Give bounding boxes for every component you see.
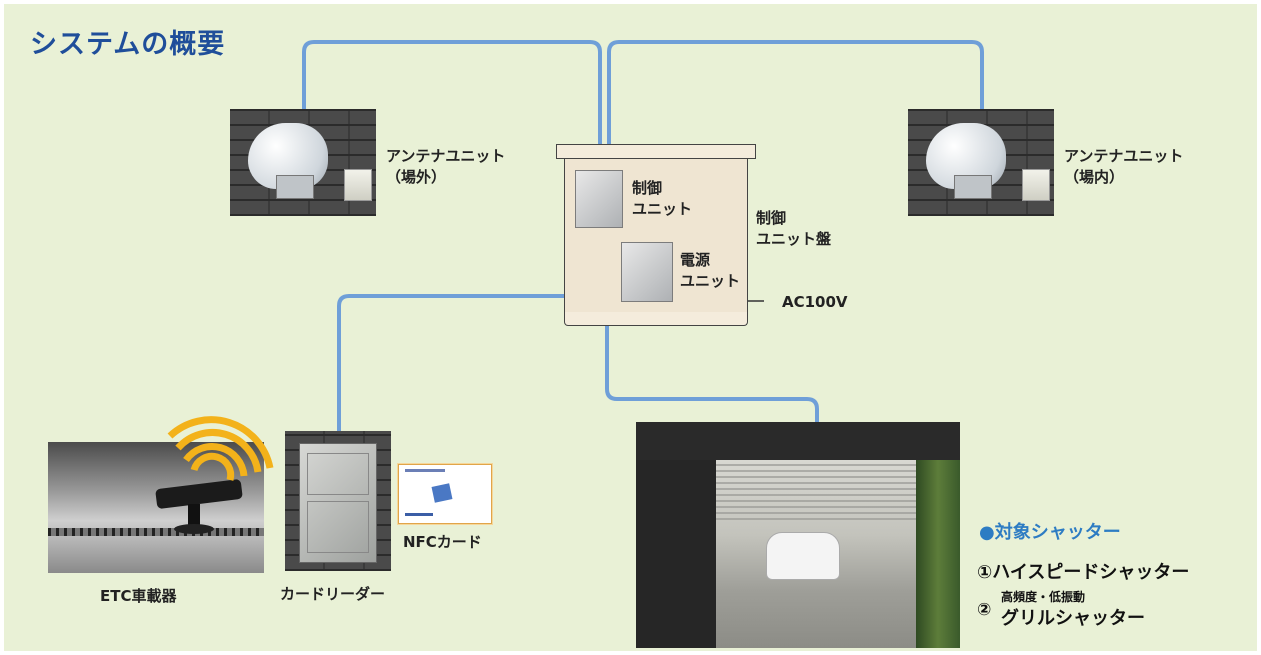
nfc-card-label: NFCカード [403,533,482,551]
control-cabinet [556,144,756,326]
antenna-inside-label: アンテナユニット （場内） [1064,147,1184,186]
target-item-1: ①ハイスピードシャッター [977,562,1190,583]
item-2-title: グリルシャッター [1001,608,1145,629]
power-unit-panel [621,242,673,302]
wire-antenna-inside [607,40,984,174]
control-unit-panel [575,170,623,228]
control-unit-label: 制御 ユニット [632,179,693,218]
item-2-subtitle: 高頻度・低振動 [1001,590,1086,604]
card-reader-photo [285,431,391,571]
wireless-signal-icon [167,416,274,481]
card-reader-label: カードリーダー [280,585,386,603]
item-2-number: ② [977,600,992,620]
card-logo-icon [431,483,453,503]
antenna-outside-photo [230,109,376,216]
etc-label: ETC車載器 [100,587,177,605]
wire-card-reader [337,226,594,432]
wire-shutter [605,226,819,422]
nfc-card-image [398,464,492,524]
antenna-outside-label: アンテナユニット （場外） [386,147,506,186]
car-icon [766,532,840,580]
target-shutter-heading: ●対象シャッター [979,522,1121,543]
system-overview-diagram: システムの概要 アンテナユニット （場外） アンテナユニット （場内） 制御 ユ… [4,4,1257,651]
ac100v-label: AC100V [782,293,848,311]
shutter-photo [636,422,960,648]
page-title: システムの概要 [30,29,226,60]
power-unit-label: 電源 ユニット [680,251,741,290]
control-panel-label: 制御 ユニット盤 [756,209,832,248]
antenna-inside-photo [908,109,1054,216]
wire-antenna-outside [302,40,602,174]
